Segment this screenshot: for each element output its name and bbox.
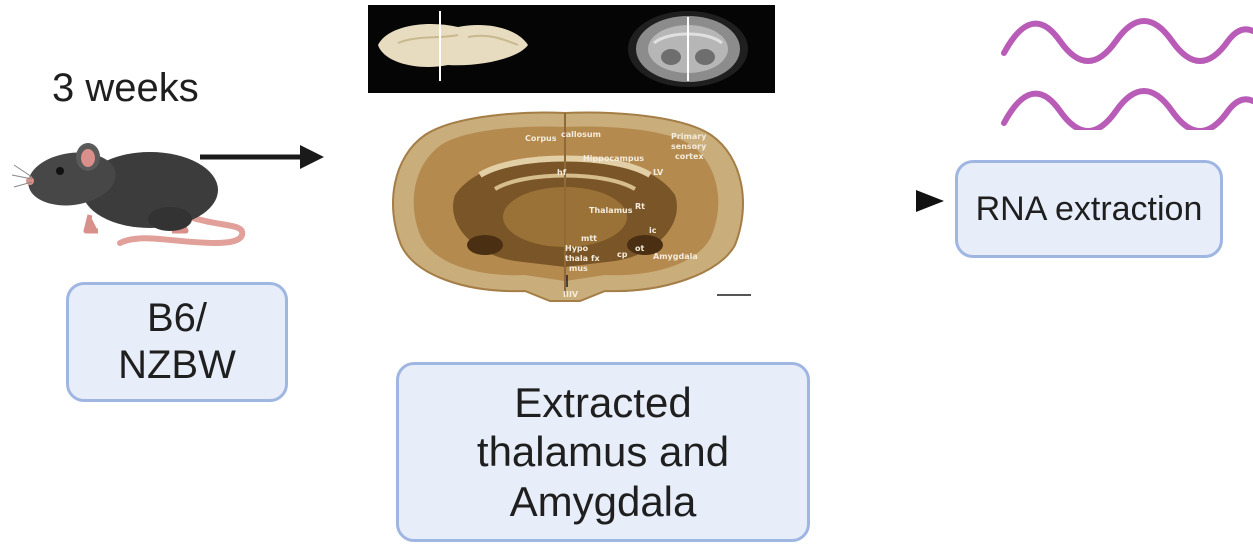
brain-label-primary: Primary (671, 132, 707, 141)
time-label: 3 weeks (52, 66, 199, 111)
brain-section-image: Corpus callosum Primary sensory cortex H… (385, 105, 755, 305)
brain-label-cortex: cortex (675, 152, 704, 161)
extraction-line-1: Extracted (514, 378, 691, 428)
strain-box: B6/ NZBW (66, 282, 288, 402)
extraction-line-2: thalamus and (477, 427, 729, 477)
arrow-to-rna (748, 186, 948, 216)
brain-label-cp: cp (617, 250, 628, 259)
extraction-line-3: Amygdala (510, 477, 697, 527)
brain-label-thalamus: Thalamus (589, 206, 633, 215)
brain-label-callosum: callosum (561, 130, 601, 139)
brain-label-ic: ic (649, 226, 657, 235)
brain-label-hf: hf (557, 168, 567, 177)
brain-label-hippocampus: Hippocampus (583, 154, 644, 163)
strain-line-2: NZBW (118, 342, 236, 389)
brain-label-fx: fx (591, 254, 600, 263)
arrow-to-brain (198, 142, 328, 172)
rna-wave-icon (1000, 5, 1253, 130)
brain-label-mtt: mtt (581, 234, 597, 243)
brain-label-sensory: sensory (671, 142, 707, 151)
brain-label-hypo-1: Hypo (565, 244, 589, 253)
brain-label-hypo-2: thala (565, 254, 588, 263)
brain-label-iiiv: IIIV (563, 290, 579, 299)
brain-label-rt: Rt (635, 202, 645, 211)
extraction-box: Extracted thalamus and Amygdala (396, 362, 810, 542)
brain-label-hypo-3: mus (569, 264, 588, 273)
strain-line-1: B6/ (147, 295, 207, 342)
brain-label-lv: LV (653, 168, 664, 177)
brain-label-ot: ot (635, 244, 644, 253)
rna-extraction-box: RNA extraction (955, 160, 1223, 258)
brain-label-corpus: Corpus (525, 134, 557, 143)
brain-photo-strip (368, 5, 775, 93)
rna-extraction-label: RNA extraction (976, 189, 1203, 229)
brain-label-amygdala: Amygdala (653, 252, 698, 261)
